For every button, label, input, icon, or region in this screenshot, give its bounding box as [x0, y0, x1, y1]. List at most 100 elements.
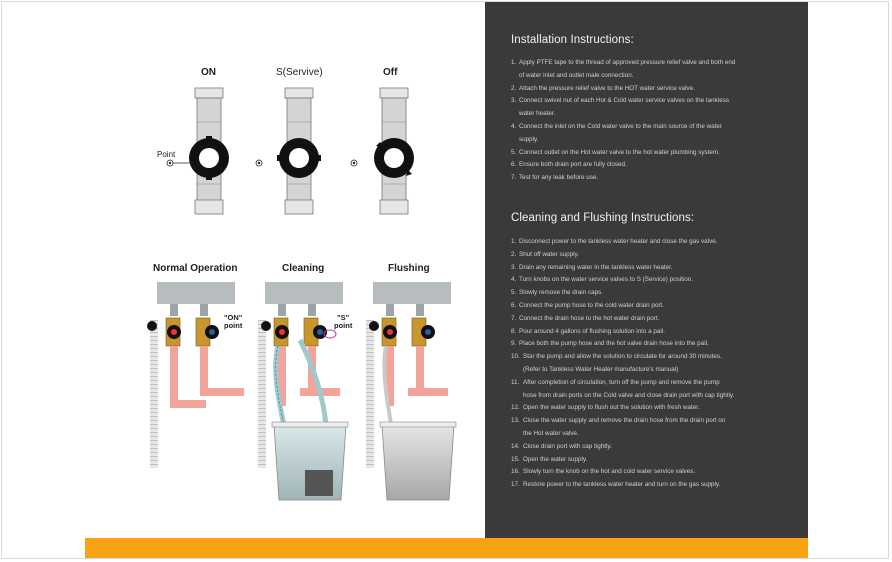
off-label: Off	[383, 67, 398, 78]
step-text: Attach the pressure relief valve to the …	[519, 84, 695, 92]
step-number: 2.	[511, 250, 517, 258]
installation-title: Installation Instructions:	[511, 34, 634, 46]
step-text: Drain any remaining water in the tankles…	[519, 263, 673, 271]
s-point-callout-line1: "S"	[337, 313, 350, 322]
step-number: 5.	[511, 148, 517, 156]
step-number: 14.	[511, 442, 520, 450]
instruction-step: 1.Disconnect power to the tankless water…	[511, 236, 773, 249]
step-number: 4.	[511, 276, 517, 284]
step-text: Test for any leak before use.	[519, 174, 599, 182]
step-number: 7.	[511, 174, 517, 182]
valve-service-illustration	[277, 87, 321, 215]
step-text: Open the water supply to flush out the s…	[523, 404, 700, 412]
step-text: Connect swivel nut of each Hot & Cold wa…	[519, 97, 729, 105]
step-number: 1.	[511, 238, 517, 245]
step-text: Ensure both drain port are fully closed.	[519, 161, 627, 169]
instruction-step: 7.Test for any leak before use.	[511, 172, 773, 185]
step-text: Connect the drain hose to the hot water …	[519, 314, 660, 322]
instruction-step: 2.Attach the pressure relief valve to th…	[511, 83, 773, 96]
instruction-step: 6.Connect the pump hose to the cold wate…	[511, 300, 773, 313]
step-continuation: hose from drain ports on the Cold valve …	[523, 391, 735, 399]
point-label: Point	[157, 150, 176, 159]
step-text: Close the water supply and remove the dr…	[523, 417, 726, 425]
instruction-step: 1.Apply PTFE tape to the thread of appro…	[511, 57, 773, 83]
instructions-panel: Installation Instructions: 1.Apply PTFE …	[485, 2, 808, 538]
instruction-step: 14.Close drain port with cap tightly.	[511, 441, 773, 454]
cleaning-illustration	[258, 282, 349, 501]
step-number: 7.	[511, 314, 517, 322]
step-text: Place both the pump hose and the hot val…	[519, 340, 709, 348]
step-number: 5.	[511, 289, 517, 297]
step-text: Connect the inlet on the Cold water valv…	[519, 122, 723, 130]
step-number: 16.	[511, 468, 520, 476]
instruction-step: 10.Star the pump and allow the solution …	[511, 351, 773, 377]
step-text: Pour around 4 gallons of flushing soluti…	[519, 327, 665, 335]
on-label: ON	[201, 67, 216, 78]
step-number: 6.	[511, 161, 517, 169]
step-continuation: (Refer to Tankless Water Heater manufact…	[523, 365, 679, 373]
step-number: 8.	[511, 327, 517, 335]
step-number: 2.	[511, 84, 517, 92]
cleaning-title: Cleaning and Flushing Instructions:	[511, 212, 695, 224]
instruction-step: 15.Open the water supply.	[511, 454, 773, 467]
step-number: 9.	[511, 340, 517, 348]
step-number: 12.	[511, 404, 520, 412]
instruction-step: 3.Drain any remaining water in the tankl…	[511, 262, 773, 275]
normal-operation-label: Normal Operation	[153, 263, 238, 274]
instruction-step: 7.Connect the drain hose to the hot wate…	[511, 313, 773, 326]
step-text: After completion of circulation, turn of…	[523, 378, 720, 386]
instruction-step: 17.Restore power to the tankless water h…	[511, 479, 773, 492]
instruction-step: 6.Ensure both drain port are fully close…	[511, 159, 773, 172]
step-text: Slowly turn the knob on the hot and cold…	[523, 468, 696, 476]
instruction-step: 9.Place both the pump hose and the hot v…	[511, 338, 773, 351]
step-continuation: the Hot water valve.	[523, 429, 579, 437]
valve-on-illustration	[189, 87, 229, 215]
step-text: Shut off water supply.	[519, 250, 579, 258]
installation-steps: 1.Apply PTFE tape to the thread of appro…	[511, 57, 773, 185]
step-text: Restore power to the tankless water heat…	[523, 481, 721, 489]
on-point-callout: "ON" point	[224, 314, 242, 330]
instruction-step: 2.Shut off water supply.	[511, 249, 773, 262]
step-continuation: supply.	[519, 135, 539, 143]
step-text: Apply PTFE tape to the thread of approve…	[519, 59, 736, 66]
instruction-step: 13.Close the water supply and remove the…	[511, 415, 773, 441]
step-number: 4.	[511, 122, 517, 130]
step-text: Turn knobs on the water service valves t…	[519, 276, 694, 284]
step-text: Slowly remove the drain caps.	[519, 289, 603, 297]
on-point-callout-line1: "ON"	[224, 313, 243, 322]
on-point-callout-line2: point	[224, 321, 243, 330]
step-number: 11.	[511, 378, 520, 386]
instruction-step: 5.Connect outlet on the Hot water valve …	[511, 147, 773, 160]
cleaning-label: Cleaning	[282, 263, 325, 274]
step-number: 3.	[511, 97, 517, 105]
instruction-step: 11.After completion of circulation, turn…	[511, 377, 773, 403]
step-text: Star the pump and allow the solution to …	[523, 353, 722, 361]
step-number: 13.	[511, 417, 520, 425]
point-marker-icons	[166, 159, 358, 167]
step-continuation: of water inlet and outlet male connectio…	[519, 71, 634, 79]
flushing-illustration	[366, 282, 457, 501]
instruction-step: 12.Open the water supply to flush out th…	[511, 402, 773, 415]
instruction-step: 5.Slowly remove the drain caps.	[511, 287, 773, 300]
instruction-step: 3.Connect swivel nut of each Hot & Cold …	[511, 95, 773, 121]
step-number: 6.	[511, 301, 517, 309]
step-number: 17.	[511, 481, 520, 489]
instruction-step: 8.Pour around 4 gallons of flushing solu…	[511, 326, 773, 339]
s-point-callout-line2: point	[334, 321, 353, 330]
step-text: Connect outlet on the Hot water valve to…	[519, 148, 720, 156]
instruction-step: 4.Connect the inlet on the Cold water va…	[511, 121, 773, 147]
s-point-callout: "S" point	[334, 314, 352, 330]
step-continuation: water heater.	[519, 110, 556, 118]
footer-accent-bar	[85, 538, 808, 558]
flushing-label: Flushing	[388, 263, 430, 274]
step-text: Open the water supply.	[523, 455, 588, 463]
instruction-step: 4.Turn knobs on the water service valves…	[511, 274, 773, 287]
step-text: Disconnect power to the tankless water h…	[519, 238, 718, 245]
step-number: 10.	[511, 353, 520, 361]
normal-operation-illustration	[147, 282, 244, 468]
step-number: 15.	[511, 455, 520, 463]
service-label: S(Servive)	[276, 67, 323, 78]
